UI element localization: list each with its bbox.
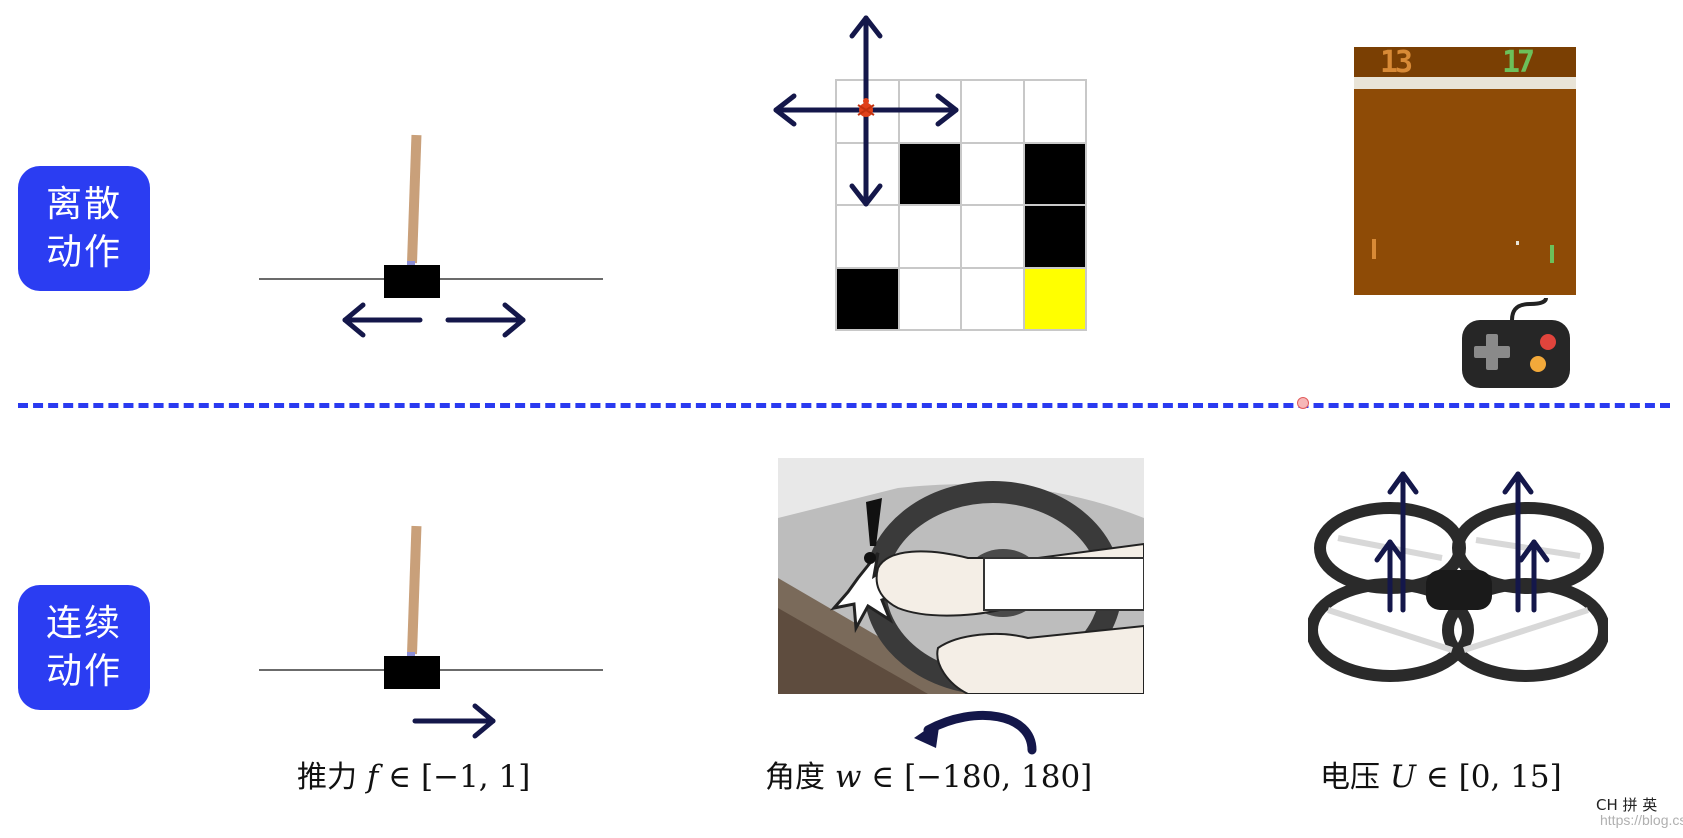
grid-cell-white bbox=[899, 206, 962, 269]
grid-cell-black bbox=[837, 268, 900, 331]
source-watermark: https://blog.csdn.net/... bbox=[1600, 812, 1683, 828]
pong-score-left: 13 bbox=[1380, 45, 1413, 80]
angle-caption: 角度 w ∈ [−180, 180] bbox=[765, 752, 1092, 796]
angle-caption-var: w bbox=[834, 759, 862, 795]
voltage-caption-var: U bbox=[1389, 759, 1416, 795]
grid-cell-black bbox=[1024, 143, 1087, 206]
pointer-dot bbox=[1297, 397, 1309, 409]
cart bbox=[384, 656, 440, 689]
grid-cell-white bbox=[837, 206, 900, 269]
section-divider bbox=[18, 403, 1670, 408]
grid-cell-white bbox=[899, 268, 962, 331]
cartpole-continuous-figure bbox=[259, 525, 603, 739]
pong-left-paddle bbox=[1372, 239, 1376, 259]
grid-cell-white bbox=[962, 81, 1025, 144]
discrete-label-line1: 离散 bbox=[45, 183, 122, 225]
pong-game-screen: 13 17 bbox=[1354, 45, 1576, 295]
curved-rotation-arrow bbox=[914, 710, 1037, 755]
turtle-agent-icon bbox=[857, 98, 875, 117]
thrust-caption: 推力 f ∈ [−1, 1] bbox=[297, 752, 530, 796]
quadcopter-illustration bbox=[1308, 471, 1608, 682]
voltage-caption-cn: 电压 bbox=[1320, 760, 1380, 795]
cart bbox=[384, 265, 440, 298]
discrete-action-label: 离散 动作 bbox=[18, 166, 150, 291]
steering-wheel-illustration bbox=[778, 458, 1144, 694]
continuous-label-line2: 动作 bbox=[45, 650, 122, 692]
left-right-arrows bbox=[342, 302, 526, 338]
ime-indicator[interactable]: CH 拼 英 bbox=[1596, 796, 1658, 814]
pong-score-bar bbox=[1354, 47, 1576, 77]
angle-caption-cn: 角度 bbox=[765, 760, 825, 795]
thrust-caption-cn: 推力 bbox=[297, 760, 357, 795]
gamepad-icon bbox=[1462, 298, 1570, 388]
gridworld-agent-arrows bbox=[773, 15, 959, 207]
angle-caption-range: ∈ [−180, 180] bbox=[871, 759, 1093, 795]
pong-top-wall bbox=[1354, 77, 1576, 89]
discrete-label-line2: 动作 bbox=[45, 231, 122, 273]
grid-cell-yellow bbox=[1024, 268, 1087, 331]
voltage-caption-range: ∈ [0, 15] bbox=[1425, 759, 1562, 795]
pong-ball bbox=[1516, 241, 1519, 245]
grid-cell-black bbox=[899, 143, 962, 206]
continuous-label-line1: 连续 bbox=[45, 602, 122, 644]
thrust-arrows bbox=[1374, 471, 1550, 613]
grid-cell-white bbox=[962, 268, 1025, 331]
thrust-caption-var: f bbox=[366, 759, 379, 795]
pong-right-paddle bbox=[1550, 245, 1554, 263]
pong-score-right: 17 bbox=[1502, 45, 1535, 80]
pole bbox=[407, 134, 422, 264]
continuous-action-label: 连续 动作 bbox=[18, 585, 150, 710]
grid-cell-white bbox=[962, 206, 1025, 269]
grid-cell-white bbox=[1024, 81, 1087, 144]
thrust-caption-range: ∈ [−1, 1] bbox=[388, 759, 531, 795]
grid-cell-white bbox=[962, 143, 1025, 206]
right-arrow bbox=[412, 703, 496, 739]
voltage-caption: 电压 U ∈ [0, 15] bbox=[1320, 752, 1562, 796]
pole bbox=[407, 525, 422, 655]
grid-cell-black bbox=[1024, 206, 1087, 269]
cartpole-discrete-figure bbox=[259, 134, 603, 338]
